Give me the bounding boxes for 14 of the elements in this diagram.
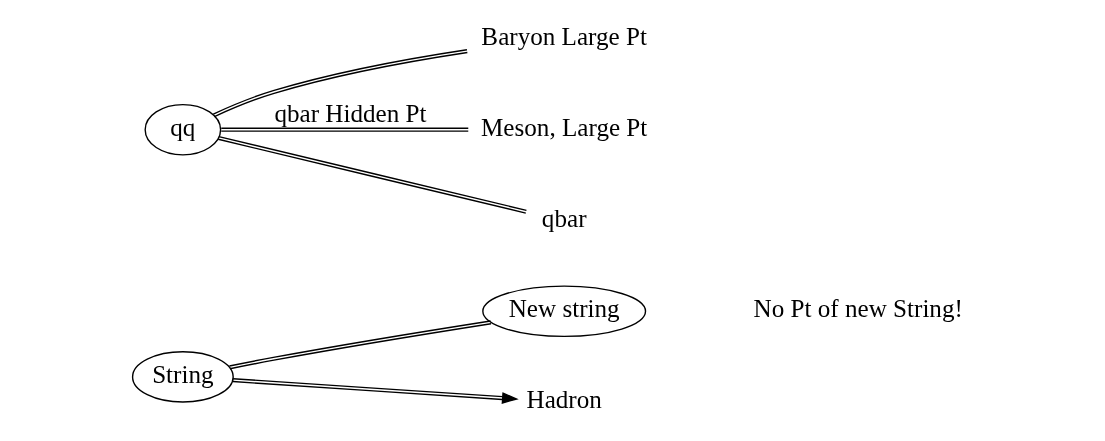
node-text: Meson, Large Pt xyxy=(480,113,647,141)
edge-label: qbar Hidden Pt xyxy=(273,99,427,127)
connector xyxy=(212,49,468,118)
connector xyxy=(217,135,527,214)
arrow xyxy=(231,378,519,404)
connector xyxy=(228,320,492,370)
node-ellipse: String xyxy=(131,351,234,403)
node-ellipse: qq xyxy=(143,103,221,156)
node-text: qbar xyxy=(541,204,587,232)
node-ellipse: New string xyxy=(481,285,646,338)
connector xyxy=(220,127,469,132)
node-text: Hadron xyxy=(526,386,602,414)
label: No Pt of new String! xyxy=(753,295,963,323)
node-text: Baryon Large Pt xyxy=(480,23,647,51)
